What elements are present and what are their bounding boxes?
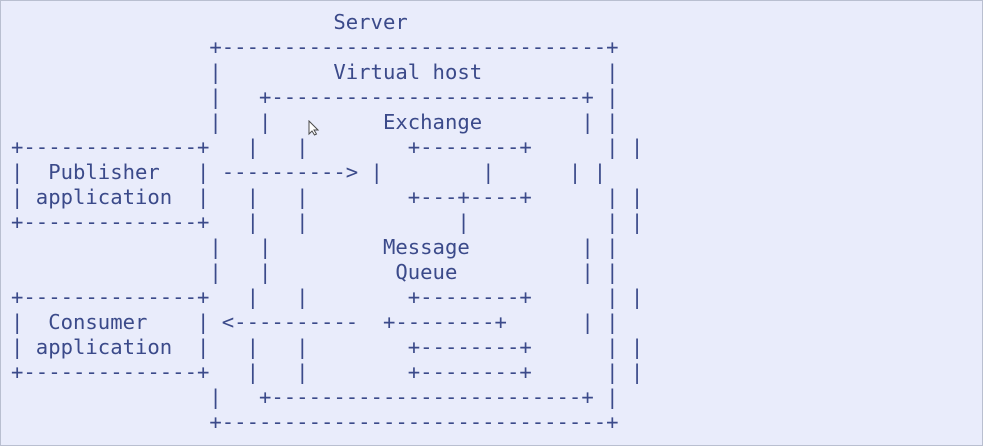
diagram-line-virtual-host-top-border: | +-------------------------+ | [11, 85, 619, 109]
diagram-line-server-label: Server [11, 10, 408, 34]
diagram-line-exchange-label: | | Exchange | | [11, 110, 619, 134]
diagram-line-publisher-bottom-border: +--------------+ | | | | | [11, 210, 644, 234]
ascii-diagram: Server +-------------------------------+… [11, 10, 643, 435]
diagram-line-consumer-label: | Consumer | <---------- +--------+ | | [11, 310, 619, 334]
diagram-line-virtual-host-bottom-border: | +-------------------------+ | [11, 385, 619, 409]
diagram-line-consumer-application: | application | | | +--------+ | | [11, 335, 644, 359]
diagram-line-server-bottom-border: +-------------------------------+ [11, 410, 619, 434]
mouse-pointer-icon [308, 120, 320, 136]
diagram-line-server-top-border: +-------------------------------+ [11, 35, 619, 59]
diagram-line-virtual-host-label: | Virtual host | [11, 60, 619, 84]
diagram-line-queue-label: | | Queue | | [11, 260, 619, 284]
diagram-line-consumer-bottom-border: +--------------+ | | +--------+ | | [11, 360, 644, 384]
diagram-line-publisher-application: | application | | | +---+----+ | | [11, 185, 644, 209]
diagram-line-publisher-label: | Publisher | ----------> | | | | [11, 160, 607, 184]
diagram-line-message-label: | | Message | | [11, 235, 619, 259]
diagram-line-publisher-top-border: +--------------+ | | +--------+ | | [11, 135, 644, 159]
diagram-line-consumer-top-border: +--------------+ | | +--------+ | | [11, 285, 644, 309]
